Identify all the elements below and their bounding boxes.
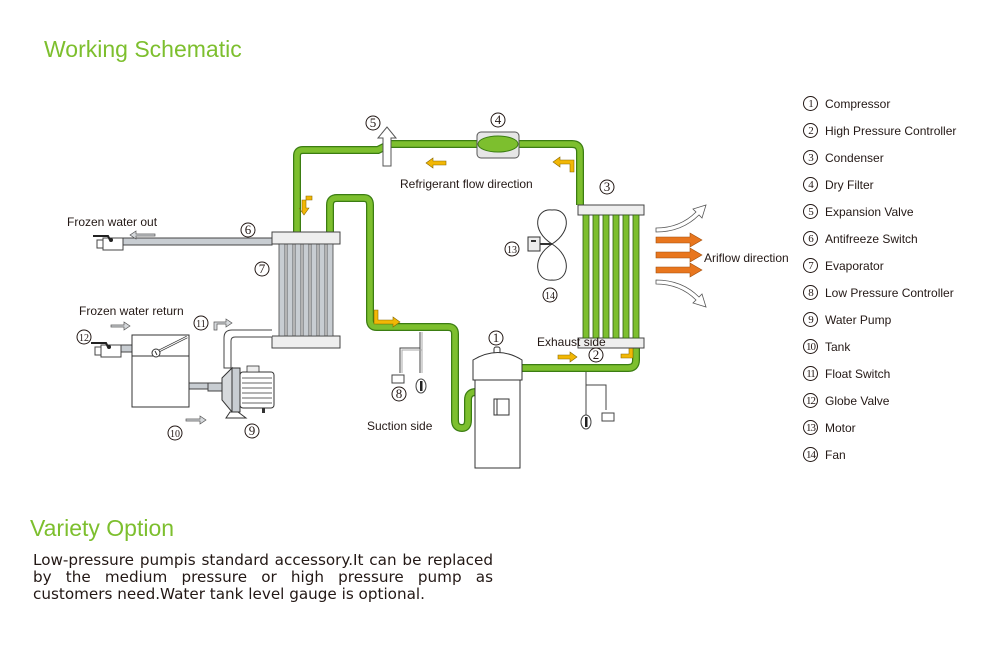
- flow-arrow-exhaust: [557, 351, 578, 363]
- legend-label: Motor: [825, 420, 856, 435]
- callout-water-pump: 9: [249, 423, 256, 438]
- legend-label: Expansion Valve: [825, 204, 914, 219]
- legend-number: 9: [803, 312, 818, 327]
- variety-option-description: Low-pressure pumpis standard accessory.I…: [33, 551, 493, 603]
- globe-valve-out: [93, 235, 124, 251]
- callout-condenser: 3: [604, 179, 611, 194]
- legend-number: 12: [803, 393, 818, 408]
- legend-number: 5: [803, 204, 818, 219]
- frozen-water-return-label: Frozen water return: [79, 304, 184, 318]
- legend-number: 3: [803, 150, 818, 165]
- fan: [537, 209, 567, 281]
- callout-high-pressure: 2: [593, 347, 600, 362]
- legend-number: 10: [803, 339, 818, 354]
- legend-number: 7: [803, 258, 818, 273]
- motor: [527, 236, 552, 252]
- legend-item: 11 Float Switch: [803, 360, 956, 387]
- legend-item: 8 Low Pressure Controller: [803, 279, 956, 306]
- callout-low-pressure: 8: [396, 386, 403, 401]
- low-pressure-controller: [391, 332, 427, 394]
- legend-label: Water Pump: [825, 312, 892, 327]
- suction-side-label: Suction side: [367, 419, 433, 433]
- legend-item: 5 Expansion Valve: [803, 198, 956, 225]
- legend-label: Evaporator: [825, 258, 884, 273]
- frozen-water-out-pipe: [119, 237, 273, 246]
- legend-number: 8: [803, 285, 818, 300]
- float-switch: [151, 335, 188, 358]
- refrigerant-flow-label: Refrigerant flow direction: [400, 177, 533, 191]
- schematic-heading: Working Schematic: [44, 36, 242, 62]
- variety-option-heading: Variety Option: [30, 515, 175, 541]
- frozen-water-out-label: Frozen water out: [67, 215, 158, 229]
- callout-compressor: 1: [493, 330, 500, 345]
- dry-filter: [476, 131, 520, 159]
- legend-label: Float Switch: [825, 366, 891, 381]
- callout-evaporator: 7: [259, 261, 266, 276]
- water-flow-arrows: [110, 230, 233, 425]
- legend-label: Dry Filter: [825, 177, 874, 192]
- legend-label: Antifreeze Switch: [825, 231, 918, 246]
- legend-number: 13: [803, 420, 818, 435]
- flow-arrow-suction: [373, 309, 401, 328]
- legend-label: Fan: [825, 447, 846, 462]
- evaporator: [271, 231, 341, 349]
- legend-item: 1 Compressor: [803, 90, 956, 117]
- callout-antifreeze: 6: [245, 222, 252, 237]
- legend-number: 11: [803, 366, 818, 381]
- legend-number: 4: [803, 177, 818, 192]
- legend-label: Tank: [825, 339, 851, 354]
- legend-number: 2: [803, 123, 818, 138]
- legend-item: 3 Condenser: [803, 144, 956, 171]
- compressor: [472, 346, 523, 469]
- expansion-valve: [376, 126, 398, 167]
- legend-label: Globe Valve: [825, 393, 890, 408]
- pump-outlet-pipe: [223, 329, 272, 369]
- globe-valve-return: [91, 342, 122, 358]
- callout-motor: 13: [507, 245, 517, 256]
- legend-item: 9 Water Pump: [803, 306, 956, 333]
- callout-tank: 10: [170, 429, 180, 440]
- callout-globe-valve: 12: [79, 333, 89, 344]
- callout-dry-filter: 4: [495, 112, 502, 127]
- airflow-arrows: [655, 204, 707, 308]
- legend-item: 14 Fan: [803, 441, 956, 468]
- high-pressure-controller: [580, 372, 615, 430]
- working-schematic-diagram: Refrigerant flow direction Frozen water …: [67, 112, 789, 469]
- legend-number: 14: [803, 447, 818, 462]
- legend-item: 13 Motor: [803, 414, 956, 441]
- flow-arrow-corner-left: [552, 156, 575, 173]
- legend-number: 1: [803, 96, 818, 111]
- legend-item: 10 Tank: [803, 333, 956, 360]
- flow-arrow-down: [298, 195, 313, 216]
- legend-label: High Pressure Controller: [825, 123, 957, 138]
- legend-number: 6: [803, 231, 818, 246]
- callout-fan: 14: [545, 291, 555, 302]
- callout-float-switch: 11: [196, 319, 206, 330]
- tank: [131, 334, 190, 408]
- legend-item: 4 Dry Filter: [803, 171, 956, 198]
- legend-item: 6 Antifreeze Switch: [803, 225, 956, 252]
- legend-item: 12 Globe Valve: [803, 387, 956, 414]
- callout-expansion-valve: 5: [370, 115, 377, 130]
- legend-item: 7 Evaporator: [803, 252, 956, 279]
- airflow-label: Ariflow direction: [704, 251, 789, 265]
- condenser: [577, 204, 645, 349]
- tank-pump-pipe: [187, 382, 209, 390]
- legend-label: Low Pressure Controller: [825, 285, 954, 300]
- water-pump: [207, 365, 275, 419]
- exhaust-side-label: Exhaust side: [537, 335, 606, 349]
- legend-label: Compressor: [825, 96, 891, 111]
- legend-label: Condenser: [825, 150, 884, 165]
- flow-arrow-left: [425, 157, 447, 169]
- legend-item: 2 High Pressure Controller: [803, 117, 956, 144]
